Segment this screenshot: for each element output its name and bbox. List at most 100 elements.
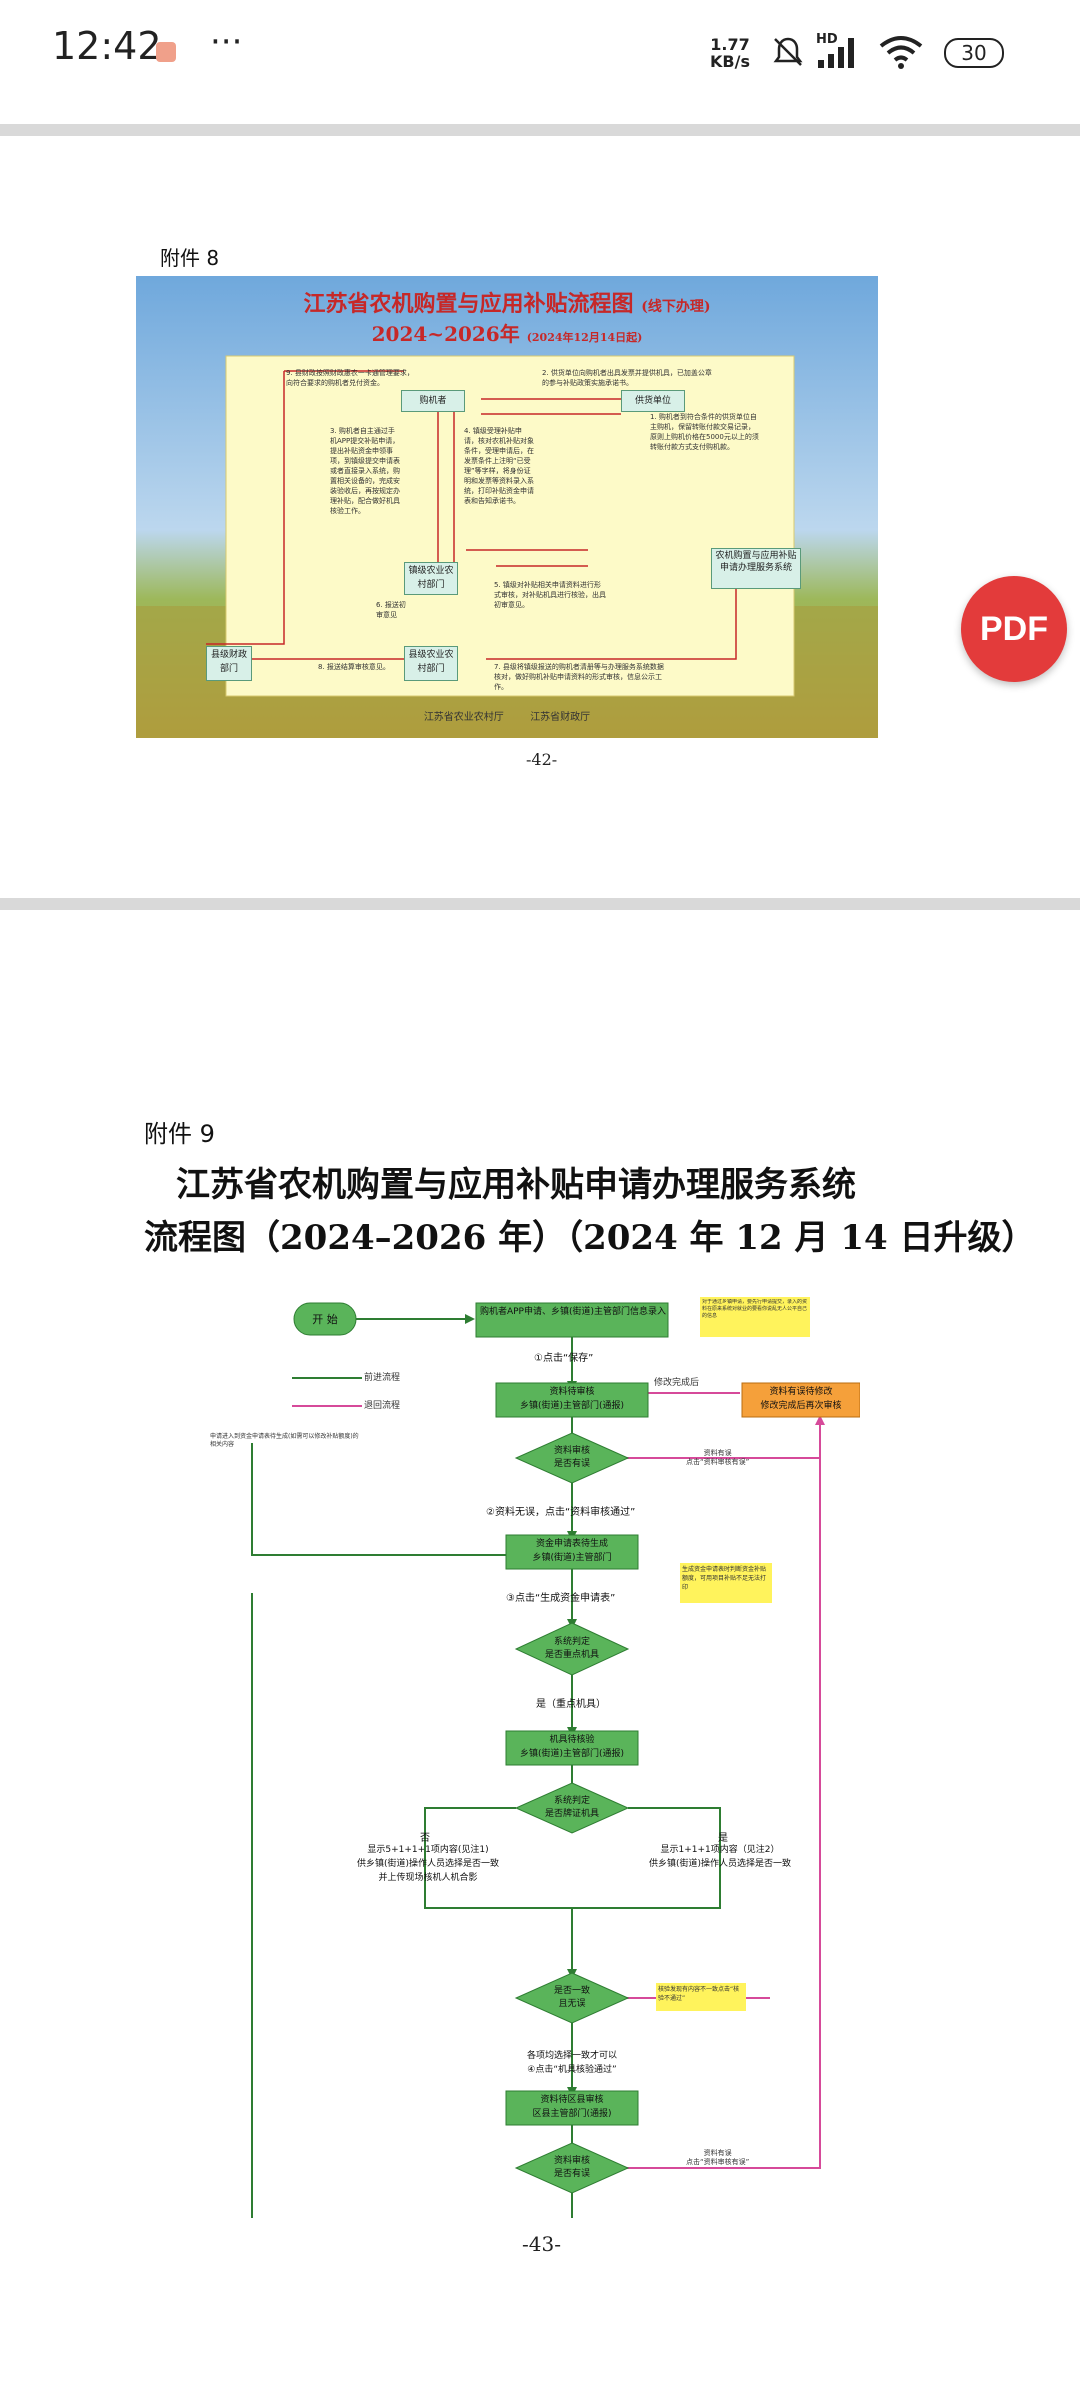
step-9: 9. 县财政按照财政惠农一卡通管理要求，向符合要求的购机者兑付资金。 (286, 369, 414, 387)
right-branch: 显示1+1+1项内容（见注2） 供乡镇(街道)操作人员选择是否一致 (630, 1843, 810, 1871)
page-number-43: -43- (522, 2232, 561, 2256)
check1-sub: 是否有误 (553, 1459, 590, 1469)
legend-forward: 前进流程 (364, 1373, 401, 1383)
step-6: 6. 报送初审意见 (376, 601, 406, 619)
left-branch: 显示5+1+1+1项内容(见注1) 供乡镇(街道)操作人员选择是否一致 并上传现… (338, 1843, 518, 1885)
node-county-finance: 县级财政部门 (206, 646, 252, 681)
fund-pending-sub: 乡镇(街道)主管部门 (532, 1553, 612, 1563)
county-pending-label: 资料待区县审核 (540, 2095, 604, 2105)
yes-key: 是（重点机具） (536, 1699, 606, 1710)
node-county-ag: 县级农业农村部门 (404, 646, 458, 681)
wifi-icon (879, 36, 923, 69)
error-note1: 资料有误 点击“资料审核有误” (686, 1449, 749, 1467)
page-separator (0, 124, 1080, 136)
right-branch-2: 供乡镇(街道)操作人员选择是否一致 (648, 1859, 792, 1869)
check2: 资料审核 是否有误 (536, 2155, 608, 2181)
pending-review-label: 资料待审核 (549, 1387, 595, 1397)
fund-pending-label: 资金申请表待生成 (535, 1539, 608, 1549)
speed-value: 1.77 (710, 35, 750, 54)
sys-judge1-sub: 是否重点机具 (544, 1650, 599, 1660)
check1-label: 资料审核 (553, 1446, 590, 1456)
system-flowchart: 开 始 购机者APP申请、乡镇(街道)主管部门信息录入 对于通过乡镇申请，要先行… (210, 1283, 860, 2218)
pending-review-sub: 乡镇(街道)主管部门(通报) (519, 1401, 625, 1411)
error-note2-a: 资料有误 (703, 2149, 732, 2157)
has-error-fix-label: 资料有误待修改 (769, 1387, 833, 1397)
flow-title-line2: 流程图（2024–2026 年）（2024 年 12 月 14 日升级） (144, 1218, 1036, 1258)
county-pending-sub: 区县主管部门(通报) (532, 2109, 612, 2119)
consistent-sub: 且无误 (558, 1999, 586, 2009)
all-consistent: 各项均选择一致才可以 ④点击“机具核验通过” (506, 2049, 638, 2077)
error-note2: 资料有误 点击“资料审核有误” (686, 2149, 749, 2167)
sys-judge1-label: 系统判定 (553, 1637, 590, 1647)
note-consistent: 核验发现有内容不一致点击“核验不通过” (658, 1986, 740, 2002)
signal-label: HD (816, 32, 838, 47)
page-separator (0, 898, 1080, 910)
verify-pending: 机具待核验 乡镇(街道)主管部门(通报) (506, 1733, 638, 1761)
step4: ④点击“机具核验通过” (527, 2065, 617, 2075)
step2: ②资料无误，点击“资料审核通过” (486, 1507, 636, 1518)
attachment-label-9: 附件 9 (144, 1120, 215, 1148)
sys-judge2-sub: 是否牌证机具 (544, 1809, 599, 1819)
has-error-fix-sub: 修改完成后再次审核 (760, 1401, 842, 1411)
has-error-fix: 资料有误待修改 修改完成后再次审核 (742, 1385, 860, 1413)
pending-review: 资料待审核 乡镇(街道)主管部门(通报) (496, 1385, 648, 1413)
poster-footer: 江苏省农业农村厅 江苏省财政厅 (136, 708, 878, 723)
flow-entry: 购机者APP申请、乡镇(街道)主管部门信息录入 (479, 1307, 667, 1317)
left-note: 申请进入到资金申请表待生成(如需可以修改补贴额度)的相关内容 (210, 1433, 359, 1448)
attachment-label: 附件 8 (160, 246, 220, 270)
no-label: 否 (420, 1833, 430, 1844)
subsidy-flow-poster: 江苏省农机购置与应用补贴流程图 (线下办理) 2024~2026年 (2024年… (136, 276, 878, 738)
clock: 12:42 (52, 24, 162, 68)
mute-bell-icon (773, 37, 803, 66)
step-save: ①点击“保存” (534, 1353, 594, 1364)
battery-indicator: 30 (944, 38, 1004, 68)
flow-start: 开 始 (312, 1313, 338, 1326)
flow-title-line1: 江苏省农机购置与应用补贴申请办理服务系统 (176, 1165, 856, 1205)
step-7: 7. 县级将镇级报送的购机者清册等与办理服务系统数据核对，做好购机补贴申请资料的… (494, 663, 664, 691)
verify-pending-sub: 乡镇(街道)主管部门(通报) (519, 1749, 625, 1759)
poster-subtitle-text: 2024~2026年 (371, 322, 520, 346)
error-note1-a: 资料有误 (703, 1449, 732, 1457)
sys-judge2-label: 系统判定 (553, 1796, 590, 1806)
network-speed: 1.77 KB/s (710, 36, 750, 70)
poster-subtitle: 2024~2026年 (2024年12月14日起) (136, 318, 878, 347)
pdf-button[interactable]: PDF (961, 576, 1067, 682)
step-1: 1. 购机者到符合条件的供货单位自主购机，保留转账付款交易记录，原则上购机价格在… (650, 413, 759, 451)
step-3: 3. 购机者自主通过手机APP提交补贴申请，提出补贴资金申领事项，到镇级提交申请… (330, 427, 400, 515)
consistent-label: 是否一致 (553, 1986, 590, 1996)
footer-left: 江苏省农业农村厅 (423, 712, 504, 723)
yes-label: 是 (718, 1833, 728, 1844)
sys-judge2: 系统判定 是否牌证机具 (536, 1795, 608, 1821)
right-branch-1: 显示1+1+1项内容（见注2） (660, 1845, 780, 1855)
step-2: 2. 供货单位向购机者出具发票并提供机具，已加盖公章的参与补贴政策实施承诺书。 (542, 369, 712, 387)
page-number-42: -42- (526, 750, 558, 769)
node-supplier: 供货单位 (621, 390, 685, 412)
verify-pending-label: 机具待核验 (549, 1735, 595, 1745)
all-consistent-1: 各项均选择一致才可以 (526, 2051, 617, 2061)
modify-done: 修改完成后 (654, 1378, 700, 1388)
check2-label: 资料审核 (553, 2156, 590, 2166)
error-note2-b: 点击“资料审核有误” (686, 2158, 750, 2166)
legend-back: 退回流程 (364, 1401, 401, 1411)
step3: ③点击“生成资金申请表” (506, 1593, 616, 1604)
status-bar: 12:42 ··· 1.77 KB/s HD 30 (0, 0, 1080, 84)
step-5: 5. 镇级对补贴相关申请资料进行形式审核，对补贴机具进行核验，出具初审意见。 (494, 581, 606, 609)
node-system: 农机购置与应用补贴申请办理服务系统 (711, 548, 801, 589)
error-note1-b: 点击“资料审核有误” (686, 1458, 750, 1466)
left-branch-3: 并上传现场核机人机合影 (378, 1873, 478, 1883)
poster-title-text: 江苏省农机购置与应用补贴流程图 (303, 291, 634, 317)
county-pending: 资料待区县审核 区县主管部门(通报) (506, 2093, 638, 2121)
poster-subtitle-note: (2024年12月14日起) (526, 331, 643, 344)
poster-title: 江苏省农机购置与应用补贴流程图 (线下办理) (136, 286, 878, 318)
step-4: 4. 镇级受理补贴申请，核对农机补贴对象条件，受理申请后，在发票条件上注明“已受… (464, 427, 534, 505)
left-branch-2: 供乡镇(街道)操作人员选择是否一致 (356, 1859, 500, 1869)
node-buyer: 购机者 (401, 390, 465, 412)
more-notifications-icon: ··· (210, 22, 243, 62)
left-branch-1: 显示5+1+1+1项内容(见注1) (367, 1845, 489, 1855)
sys-judge1: 系统判定 是否重点机具 (536, 1636, 608, 1662)
consistent: 是否一致 且无误 (536, 1985, 608, 2011)
node-township: 镇级农业农村部门 (404, 562, 458, 595)
note-top: 对于通过乡镇申请，要先行申请提交，录入的资料在原来系统对就业的要看你说乱无人公平… (702, 1299, 808, 1319)
notification-icon (156, 42, 176, 62)
note-fund: 生成资金申请表时判断资金补贴额度，可用项目补贴不足无法打印 (682, 1566, 767, 1591)
